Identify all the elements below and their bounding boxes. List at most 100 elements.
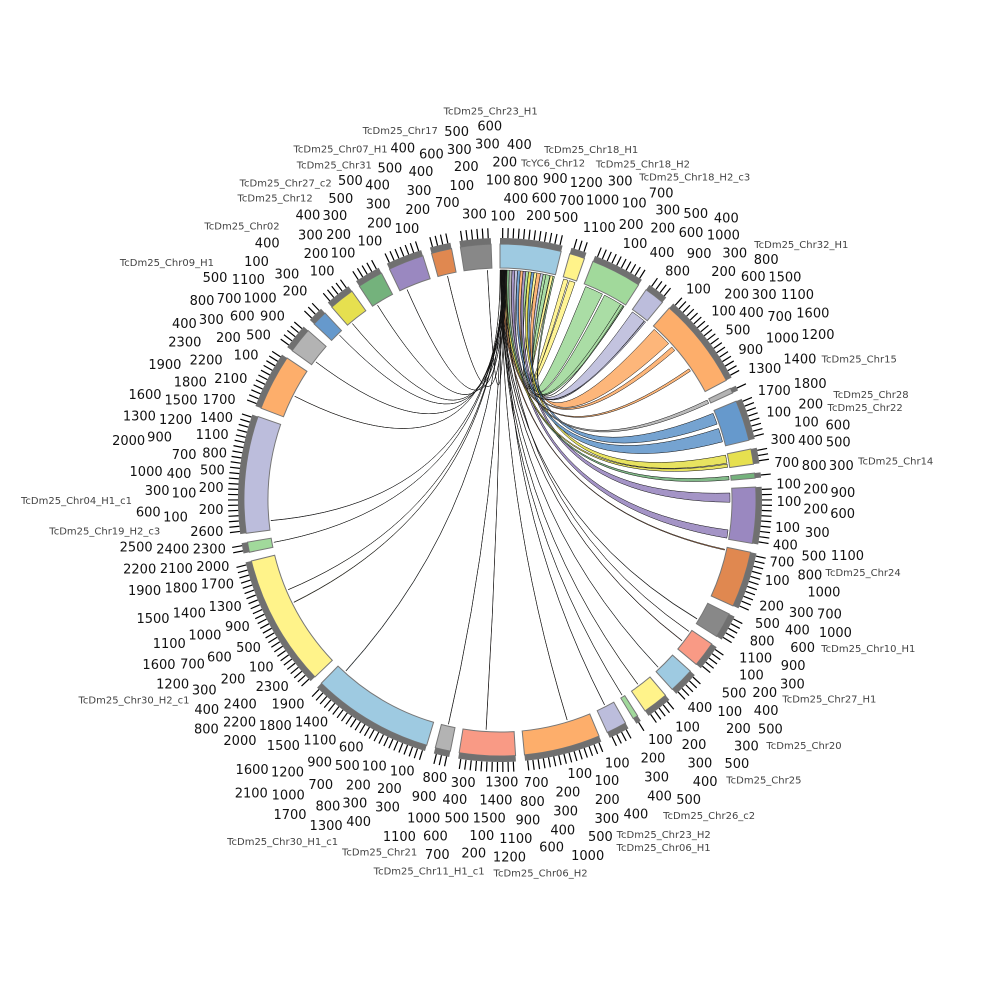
tick-mark [692, 676, 701, 685]
tick-mark [383, 736, 389, 747]
tick-label: 800 [513, 175, 538, 190]
tick-label: 100 [567, 767, 592, 782]
tick-label: 1100 [781, 288, 814, 303]
tick-mark [235, 434, 246, 438]
tick-mark [470, 229, 474, 240]
tick-mark [389, 250, 395, 261]
tick-mark [434, 235, 439, 246]
tick-label: 500 [722, 686, 747, 701]
tick-mark [315, 692, 324, 701]
tick-label: 400 [346, 815, 371, 830]
segment-tcyc6-chr12 [499, 243, 562, 276]
tick-mark [253, 384, 263, 390]
segment-name-label: TcDm25_Chr17 [362, 126, 438, 137]
tick-label: 1000 [807, 586, 840, 601]
tick-label: 2400 [224, 698, 257, 713]
link-ribbon [505, 269, 605, 706]
segment-name-label: TcDm25_Chr09_H1 [119, 258, 214, 269]
tick-label: 400 [798, 434, 823, 449]
tick-label: 400 [295, 208, 320, 223]
tick-label: 500 [724, 757, 749, 772]
segment-tcdm25-chr15 [708, 387, 734, 404]
tick-label: 900 [412, 790, 437, 805]
tick-label: 600 [230, 310, 255, 325]
segment-tcdm25-chr10-h1 [710, 546, 752, 607]
link-ribbon [516, 270, 723, 454]
tick-mark [263, 364, 273, 371]
tick-label: 500 [801, 549, 826, 564]
segment-name-label: TcDm25_Chr30_H2_c1 [78, 696, 190, 707]
segment-tcdm25-chr09-h1 [260, 357, 308, 418]
segment-tcdm25-chr11-h1-c1 [458, 728, 517, 757]
tick-mark [268, 636, 278, 644]
segment-tcdm25-chr07-h1 [388, 255, 431, 292]
tick-label: 300 [475, 138, 500, 153]
segment-tcdm25-chr23-h2 [620, 694, 639, 720]
tick-label: 1500 [267, 739, 300, 754]
tick-mark [229, 530, 240, 534]
tick-label: 200 [199, 481, 224, 496]
link-ribbon [487, 269, 507, 386]
tick-label: 200 [595, 793, 620, 808]
tick-mark [231, 455, 242, 459]
tick-label: 1000 [707, 228, 740, 243]
tick-mark [606, 251, 612, 262]
tick-strip [736, 398, 755, 441]
tick-label: 800 [423, 771, 448, 786]
tick-label: 800 [802, 459, 827, 474]
segment-tcdm25-chr12 [313, 312, 343, 342]
tick-label: 300 [323, 209, 348, 224]
tick-mark [240, 579, 251, 584]
tick-mark [710, 337, 719, 345]
link-ribbon [377, 269, 506, 395]
tick-mark [429, 237, 434, 248]
tick-label: 2500 [120, 540, 153, 555]
tick-mark [708, 657, 718, 665]
tick-label: 2300 [193, 543, 226, 558]
tick-label: 200 [752, 686, 777, 701]
tick-mark [761, 520, 772, 523]
tick-mark [384, 253, 390, 263]
tick-label: 200 [555, 786, 580, 801]
tick-mark [553, 756, 557, 767]
tick-label: 1000 [130, 465, 163, 480]
tick-label: 100 [675, 720, 700, 735]
segment-name-label: TcDm25_Chr27_c2 [239, 179, 332, 190]
tick-label: 200 [724, 288, 749, 303]
tick-label: 1800 [259, 719, 292, 734]
tick-label: 100 [605, 757, 630, 772]
link-ribbon [448, 269, 503, 725]
segment-tcdm25-chr24 [728, 486, 757, 545]
tick-label: 600 [136, 506, 161, 521]
tick-mark [707, 333, 716, 341]
tick-mark [549, 232, 553, 243]
tick-mark [739, 605, 749, 611]
tick-mark [678, 301, 687, 310]
tick-label: 100 [794, 415, 819, 430]
tick-mark [319, 696, 328, 705]
tick-mark [639, 269, 646, 279]
tick-label: 1600 [236, 763, 269, 778]
tick-label: 400 [194, 703, 219, 718]
tick-label: 200 [803, 503, 828, 518]
tick-mark [677, 691, 686, 700]
tick-label: 100 [777, 495, 802, 510]
tick-label: 100 [490, 210, 515, 225]
tick-mark [273, 645, 283, 653]
tick-label: 2200 [190, 354, 223, 369]
segment-name-label: TcDm25_Chr11_H1_c1 [373, 867, 485, 878]
tick-label: 600 [741, 270, 766, 285]
tick-mark [527, 760, 530, 771]
tick-label: 1500 [136, 612, 169, 627]
tick-mark [339, 279, 347, 289]
segment-tcdm25-chr21 [434, 723, 456, 752]
tick-mark [685, 684, 694, 693]
tick-mark [722, 355, 732, 363]
tick-mark [262, 627, 272, 634]
tick-strip [646, 284, 667, 303]
tick-mark [307, 306, 316, 315]
tick-mark [621, 731, 627, 742]
tick-mark [414, 241, 420, 252]
tick-mark [373, 731, 380, 742]
tick-label: 200 [803, 483, 828, 498]
